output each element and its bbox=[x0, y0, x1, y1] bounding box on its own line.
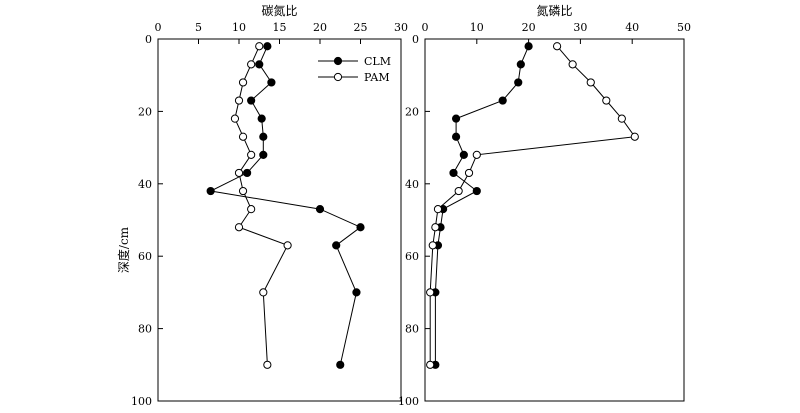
data-point-clm bbox=[247, 96, 256, 105]
y-tick-label: 40 bbox=[138, 178, 152, 191]
data-point-pam bbox=[238, 132, 248, 141]
data-point-pam bbox=[234, 168, 244, 178]
x-tick-label: 10 bbox=[470, 21, 484, 34]
plot-frame bbox=[424, 38, 685, 402]
data-point-pam bbox=[464, 168, 474, 178]
data-point-clm bbox=[267, 78, 276, 87]
y-tick-label: 40 bbox=[405, 178, 419, 191]
data-point-clm bbox=[514, 78, 523, 87]
x-tick-label: 25 bbox=[354, 21, 368, 34]
legend-marker bbox=[333, 72, 343, 82]
data-point-pam bbox=[247, 60, 256, 69]
data-point-pam bbox=[238, 78, 248, 87]
y-axis-title: 深度/cm bbox=[116, 226, 131, 273]
data-point-pam bbox=[259, 288, 268, 297]
data-point-pam bbox=[247, 150, 256, 159]
y-tick-label: 80 bbox=[405, 323, 419, 336]
data-point-pam bbox=[602, 96, 611, 105]
data-point-clm bbox=[352, 288, 361, 297]
data-point-pam bbox=[238, 186, 248, 196]
x-tick-label: 30 bbox=[573, 21, 587, 34]
data-point-clm bbox=[315, 205, 325, 214]
y-tick-label: 60 bbox=[405, 250, 419, 263]
y-tick-label: 80 bbox=[138, 323, 152, 336]
data-point-pam bbox=[454, 186, 463, 196]
x-axis-title: 氮磷比 bbox=[536, 3, 572, 18]
data-point-clm bbox=[336, 360, 345, 369]
data-point-pam bbox=[230, 114, 240, 123]
x-tick-label: 10 bbox=[232, 21, 246, 34]
y-tick-label: 100 bbox=[398, 395, 419, 408]
series-line-clm bbox=[434, 46, 530, 365]
y-tick-label: 60 bbox=[138, 250, 152, 263]
data-point-pam bbox=[433, 205, 443, 214]
series-line-pam bbox=[234, 45, 289, 365]
data-point-clm bbox=[472, 186, 481, 196]
y-tick-label: 0 bbox=[412, 33, 419, 46]
data-point-clm bbox=[263, 42, 272, 51]
y-tick-label: 0 bbox=[145, 33, 152, 46]
data-point-clm bbox=[255, 60, 264, 69]
data-point-pam bbox=[283, 241, 292, 250]
x-tick-label: 40 bbox=[625, 21, 639, 34]
x-axis-title: 碳氮比 bbox=[261, 3, 297, 18]
x-tick-label: 20 bbox=[522, 21, 536, 34]
x-tick-label: 0 bbox=[155, 21, 162, 34]
data-point-pam bbox=[426, 360, 435, 369]
chart-panel-2: 0 10 20 30 40 50 0 20 40 60 80 100 氮磷比 bbox=[398, 3, 691, 408]
x-tick-label: 20 bbox=[313, 21, 327, 34]
x-tick-label: 0 bbox=[422, 21, 429, 34]
data-point-pam bbox=[586, 78, 595, 87]
data-point-pam bbox=[247, 205, 256, 214]
data-point-clm bbox=[206, 186, 215, 196]
data-point-pam bbox=[552, 42, 562, 51]
x-tick-label: 5 bbox=[195, 21, 202, 34]
data-point-clm bbox=[498, 96, 507, 105]
y-tick-label: 20 bbox=[138, 105, 152, 118]
data-point-pam bbox=[472, 150, 481, 159]
data-point-pam bbox=[568, 60, 577, 69]
x-tick-label: 50 bbox=[677, 21, 691, 34]
data-point-pam bbox=[234, 223, 244, 232]
x-tick-label: 30 bbox=[394, 21, 408, 34]
data-point-pam bbox=[255, 42, 264, 51]
data-point-pam bbox=[426, 288, 435, 297]
data-point-pam bbox=[428, 241, 437, 250]
series-line-clm bbox=[209, 45, 362, 365]
legend-label: PAM bbox=[364, 71, 390, 84]
data-point-clm bbox=[257, 114, 266, 123]
data-point-clm bbox=[449, 168, 458, 178]
series-line-pam bbox=[429, 45, 636, 365]
legend-marker bbox=[333, 56, 343, 66]
data-point-pam bbox=[617, 114, 626, 123]
data-point-clm bbox=[356, 223, 365, 232]
y-tick-label: 20 bbox=[405, 105, 419, 118]
data-point-clm bbox=[332, 241, 341, 250]
data-point-clm bbox=[516, 60, 525, 69]
y-tick-label: 100 bbox=[131, 395, 152, 408]
data-point-clm bbox=[243, 168, 252, 178]
data-point-pam bbox=[234, 96, 244, 105]
data-point-clm bbox=[259, 150, 268, 159]
data-point-pam bbox=[263, 360, 272, 369]
plot-frame bbox=[157, 38, 402, 402]
data-point-clm bbox=[459, 150, 468, 159]
legend-label: CLM bbox=[364, 55, 391, 68]
data-point-clm bbox=[451, 114, 461, 123]
data-point-pam bbox=[630, 132, 639, 141]
data-point-clm bbox=[451, 132, 461, 141]
data-point-clm bbox=[259, 132, 268, 141]
data-point-clm bbox=[524, 42, 533, 51]
data-point-pam bbox=[431, 223, 440, 232]
x-tick-label: 15 bbox=[273, 21, 287, 34]
